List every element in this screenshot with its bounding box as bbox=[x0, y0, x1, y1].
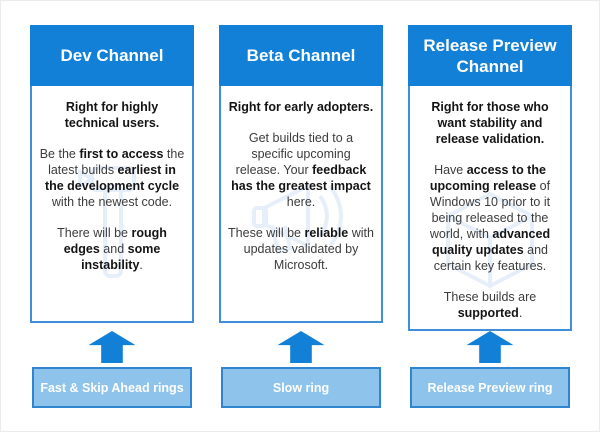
up-arrow-icon bbox=[277, 331, 325, 363]
channel-card-dev: Dev Channel Right for highly technical u… bbox=[30, 25, 194, 415]
channel-paragraphs: Right for early adopters.Get builds tied… bbox=[228, 100, 374, 272]
up-arrow-icon bbox=[466, 331, 514, 363]
channel-description-release-preview: Right for those who want stability and r… bbox=[408, 86, 572, 331]
channel-description-dev: Right for highly technical users.Be the … bbox=[30, 86, 194, 323]
ring-label-fast-skip-ahead: Fast & Skip Ahead rings bbox=[32, 367, 192, 408]
channel-description-beta: Right for early adopters.Get builds tied… bbox=[219, 86, 383, 323]
ring-label-release-preview: Release Preview ring bbox=[410, 367, 570, 408]
channel-title-beta: Beta Channel bbox=[219, 25, 383, 86]
channel-paragraphs: Right for highly technical users.Be the … bbox=[39, 100, 185, 272]
channel-card-release-preview: Release Preview Channel Right for those … bbox=[408, 25, 572, 415]
ring-label-slow: Slow ring bbox=[221, 367, 381, 408]
channel-title-release-preview: Release Preview Channel bbox=[408, 25, 572, 86]
channel-paragraphs: Right for those who want stability and r… bbox=[429, 100, 551, 320]
up-arrow-icon bbox=[88, 331, 136, 363]
channel-card-beta: Beta Channel Right for early adopters.Ge… bbox=[219, 25, 383, 415]
channel-title-dev: Dev Channel bbox=[30, 25, 194, 86]
